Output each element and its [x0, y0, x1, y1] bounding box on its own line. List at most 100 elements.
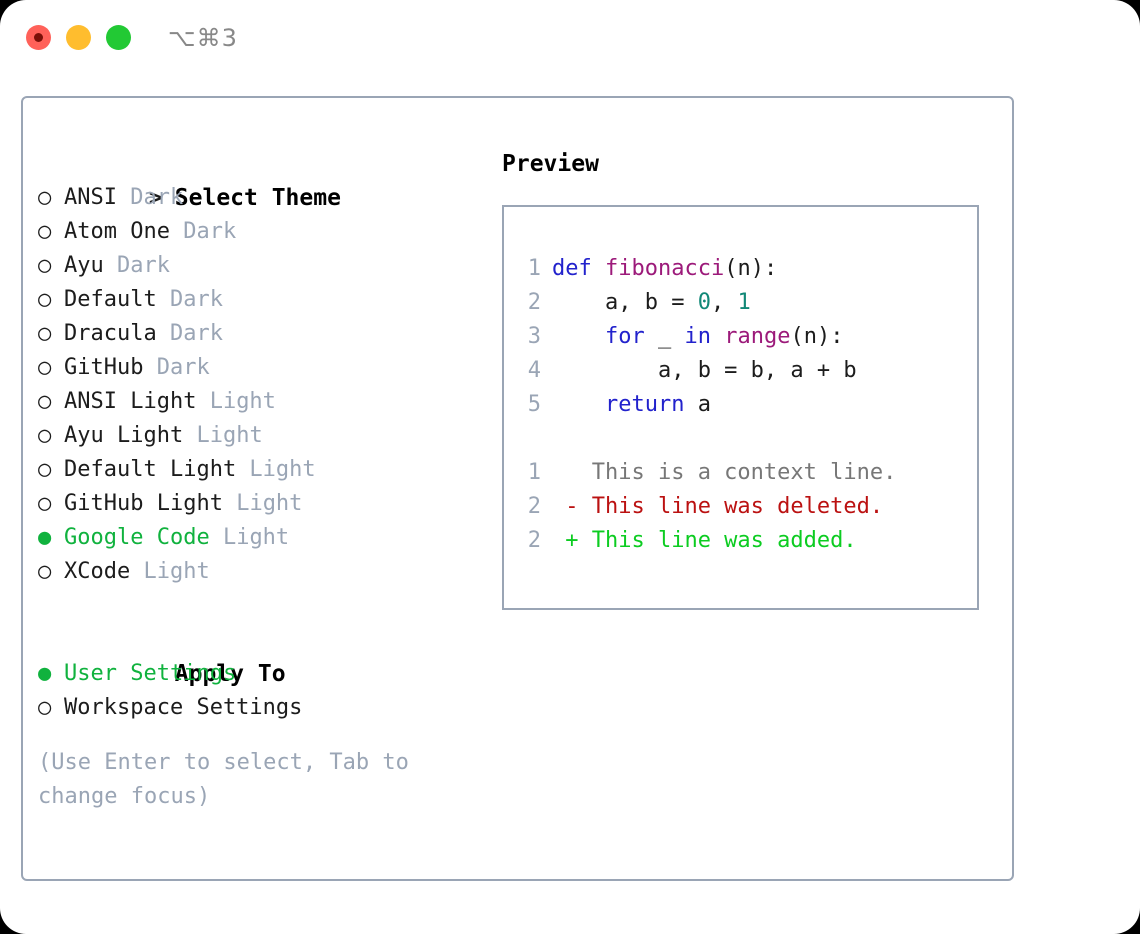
apply-to-item[interactable]: ○ Workspace Settings [38, 691, 488, 725]
cursor-caret-icon: > [148, 185, 177, 211]
apply-to-item-label: Workspace Settings [64, 695, 303, 720]
code-line-number: 1 [527, 256, 541, 281]
theme-list-item[interactable]: ○ GitHub Light Light [38, 487, 488, 521]
main-panel: > Select Theme ○ANSI Dark○Atom One Dark○… [21, 96, 1014, 881]
minimize-window-button[interactable] [66, 25, 91, 50]
code-token: range [724, 324, 791, 349]
code-token [552, 392, 605, 417]
theme-item-tag: Dark [169, 219, 237, 244]
theme-item-label: Default [64, 287, 157, 312]
theme-item-tag: Dark [143, 355, 210, 380]
radio-unselected-icon: ○ [38, 219, 52, 244]
theme-item-label: Ayu Light [64, 423, 184, 448]
keyboard-hint: (Use Enter to select, Tab to change focu… [38, 750, 409, 809]
code-line: 2 + This line was added. [519, 524, 971, 558]
code-token: , [710, 290, 738, 315]
apply-to-item[interactable]: ●User Settings [38, 657, 488, 691]
select-theme-header-label: Select Theme [174, 185, 341, 211]
apply-to-header-label: Apply To [174, 661, 286, 687]
code-token: (n): [724, 256, 778, 281]
radio-unselected-icon: ○ [38, 185, 52, 210]
code-token: a, b = b, a + b [552, 358, 857, 383]
radio-unselected-icon: ○ [38, 695, 52, 720]
code-token: fibonacci [604, 256, 725, 281]
radio-unselected-icon: ○ [38, 321, 52, 346]
theme-list-item[interactable]: ○ANSI Dark [38, 181, 488, 215]
radio-unselected-icon: ○ [38, 389, 52, 414]
apply-to-list: ●User Settings ○ Workspace Settings [38, 657, 488, 725]
theme-selector-column: > Select Theme ○ANSI Dark○Atom One Dark○… [38, 147, 488, 814]
code-line-number: 4 [527, 358, 541, 383]
code-line: 3 for _ in range(n): [519, 320, 971, 354]
radio-unselected-icon: ○ [38, 253, 52, 278]
theme-list: ○ANSI Dark○Atom One Dark○Ayu Dark○Defaul… [38, 181, 488, 589]
code-token: def [552, 256, 605, 281]
theme-list-item[interactable]: ○ Default Dark [38, 283, 488, 317]
radio-unselected-icon: ○ [38, 559, 52, 584]
theme-item-label: XCode [64, 559, 131, 584]
theme-list-item[interactable]: ○Dracula Dark [38, 317, 488, 351]
theme-list-item[interactable]: ○ Atom One Dark [38, 215, 488, 249]
maximize-window-button[interactable] [106, 25, 131, 50]
code-line-number: 3 [527, 324, 541, 349]
title-bar: ⌥⌘3 [0, 0, 1140, 78]
code-token: for [604, 324, 645, 349]
code-line: 1 This is a context line. [519, 456, 971, 490]
code-token: a, b = [552, 290, 698, 315]
theme-list-item[interactable]: ○ Ayu Light Light [38, 419, 488, 453]
theme-item-label: GitHub Light [64, 491, 223, 516]
radio-unselected-icon: ○ [38, 423, 52, 448]
theme-item-label: Atom One [64, 219, 170, 244]
code-token [552, 324, 605, 349]
code-token: - This line was deleted. [552, 494, 884, 519]
theme-item-tag: Light [130, 559, 210, 584]
code-line-number: 2 [527, 528, 541, 553]
radio-selected-icon: ● [38, 525, 52, 550]
code-line-number: 5 [527, 392, 541, 417]
code-line-number: 2 [527, 290, 541, 315]
code-token [711, 324, 724, 349]
code-token: 0 [697, 290, 711, 315]
theme-list-item[interactable]: ○Default Light Light [38, 453, 488, 487]
apply-to-item-label: User Settings [64, 661, 237, 686]
theme-item-tag: Light [196, 389, 276, 414]
theme-item-tag: Light [183, 423, 263, 448]
code-token: (n): [790, 324, 844, 349]
theme-item-label: GitHub [64, 355, 144, 380]
code-token: This is a context line. [552, 460, 897, 485]
code-line: 4 a, b = b, a + b [519, 354, 971, 388]
close-window-button[interactable] [26, 25, 51, 50]
code-token: + This line was added. [552, 528, 857, 553]
theme-item-label: Google Code [64, 525, 210, 550]
code-line: 1 def fibonacci(n): [519, 252, 971, 286]
section-gap [38, 589, 488, 623]
select-theme-header: > Select Theme [38, 147, 488, 211]
theme-list-item[interactable]: ○Ayu Dark [38, 249, 488, 283]
preview-title: Preview [502, 151, 599, 177]
code-line: 2 - This line was deleted. [519, 490, 971, 524]
theme-list-item[interactable]: ○ XCode Light [38, 555, 488, 589]
code-token: in [684, 324, 711, 349]
theme-item-label: Default Light [64, 457, 237, 482]
theme-item-tag: Light [209, 525, 290, 550]
theme-item-label: ANSI Light [64, 389, 197, 414]
code-token: _ [644, 324, 685, 349]
theme-list-item[interactable]: ○GitHub Dark [38, 351, 488, 385]
theme-list-item[interactable]: ○ ANSI Light Light [38, 385, 488, 419]
theme-item-tag: Dark [103, 253, 170, 278]
code-token: a [684, 392, 711, 417]
apply-to-header: Apply To [38, 623, 488, 687]
theme-item-tag: Light [222, 491, 303, 516]
radio-unselected-icon: ○ [38, 491, 52, 516]
code-line: 5 return a [519, 388, 971, 422]
theme-list-item[interactable]: ● Google Code Light [38, 521, 488, 555]
theme-item-label: Dracula [64, 321, 157, 346]
code-line-number: 1 [527, 460, 541, 485]
radio-unselected-icon: ○ [38, 287, 52, 312]
theme-item-tag: Dark [156, 287, 223, 312]
theme-item-label: ANSI [64, 185, 117, 210]
